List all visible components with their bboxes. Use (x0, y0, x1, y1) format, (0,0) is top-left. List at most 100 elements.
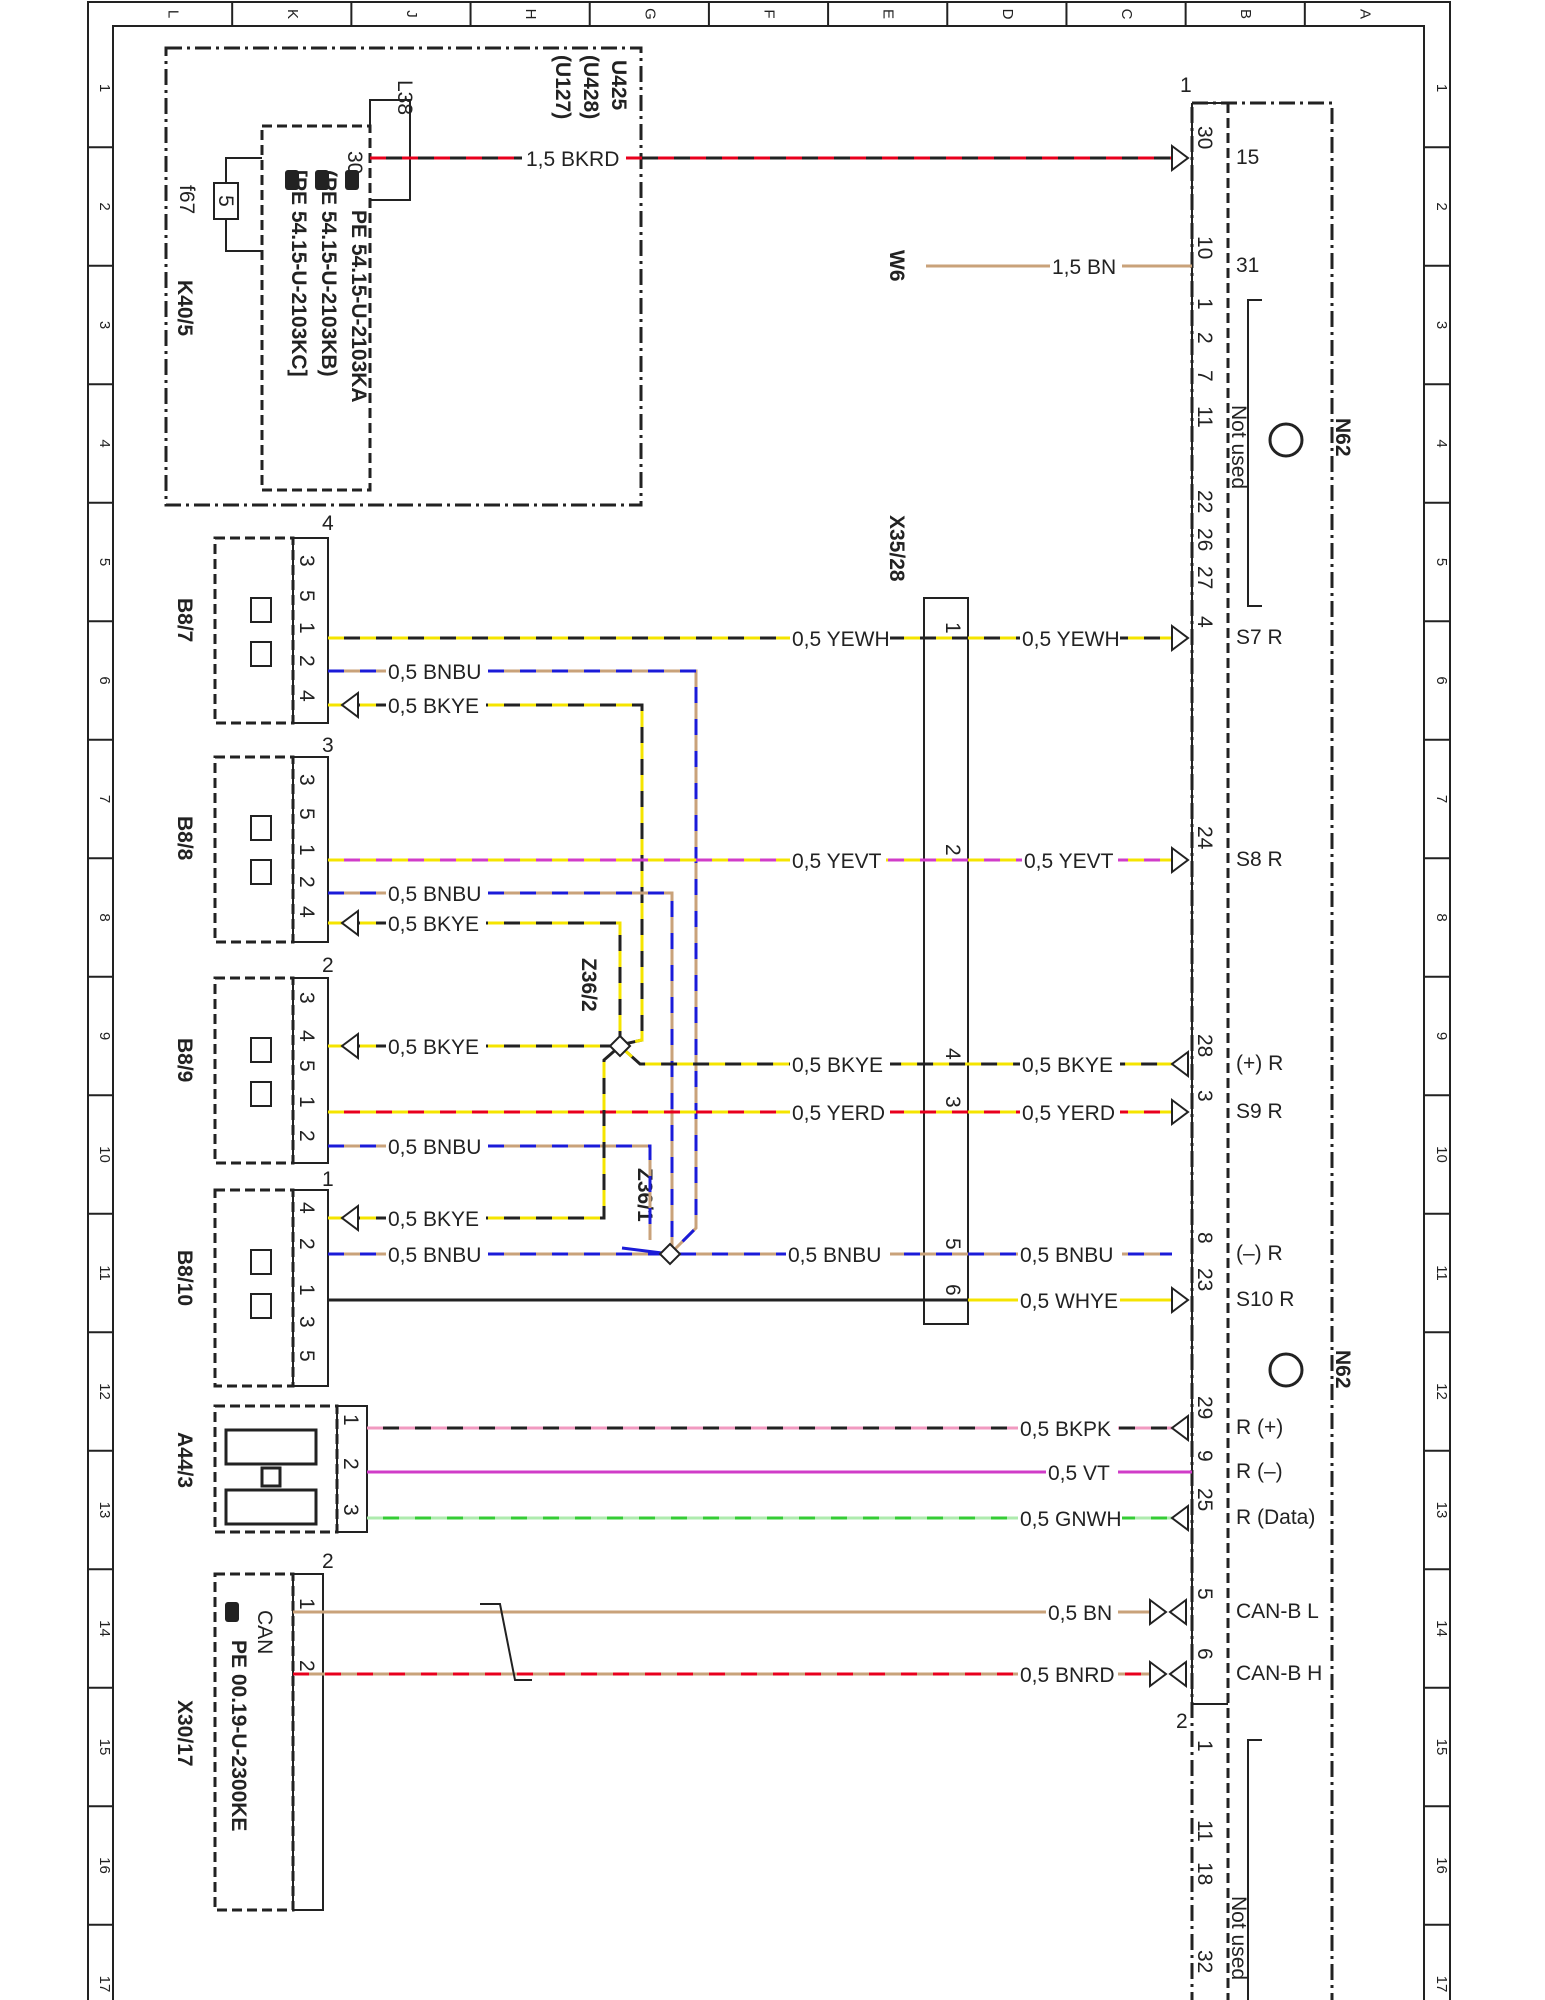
wire-label-bnbu: 0,5 BNBU (388, 1244, 481, 1267)
n62-pin-plus-r: (+) R (1236, 1052, 1283, 1075)
row-label: 15 (1433, 1739, 1450, 1756)
pin-num: 1 (1193, 1740, 1216, 1752)
pin-num: 3 (322, 734, 334, 757)
wire-label-vt: 0,5 VT (1048, 1462, 1110, 1485)
pin-num: 2 (295, 1660, 318, 1672)
pin-num: 2 (322, 954, 334, 977)
row-label: 5 (96, 558, 113, 566)
n62-pin-minus-r: (–) R (1236, 1242, 1283, 1265)
pin-num: 30 (343, 151, 366, 174)
column-label: B (1237, 9, 1254, 19)
column-label: J (403, 10, 420, 18)
n62-pin-can-b-h: CAN-B H (1236, 1662, 1322, 1685)
wire-label-whye: 0,5 WHYE (1020, 1290, 1118, 1313)
x35-28-label: X35/28 (885, 515, 908, 582)
pin-num: 4 (322, 512, 334, 535)
row-label: 3 (96, 321, 113, 329)
pin-num: 26 (1193, 528, 1216, 551)
b8-8-label: B8/8 (173, 816, 196, 861)
pin-num: 22 (1193, 490, 1216, 513)
pin-num: 1 (1193, 298, 1216, 310)
n62-pin-s7r: S7 R (1236, 626, 1283, 649)
pe-doc-c[interactable]: [PE 54.15-U-2103KC] (287, 170, 310, 377)
pin-num: 2 (295, 1130, 318, 1142)
a44-3-display-icon (224, 1428, 318, 1526)
b8-9-label: B8/9 (173, 1038, 196, 1082)
u425-module (164, 46, 643, 507)
pin-num: 2 (295, 876, 318, 888)
wire-label-bkye-right: 0,5 BKYE (1022, 1054, 1113, 1077)
pin-num: 5 (1193, 1588, 1216, 1600)
not-used-label-bottom: Not used (1227, 1896, 1250, 1980)
wire-label-bkye: 0,5 BKYE (388, 695, 479, 718)
pin-num: 1 (295, 1096, 318, 1108)
sensor-pin-numbers: 3 5 1 2 4 3 5 1 2 4 3 4 5 1 2 4 2 1 3 5 … (295, 555, 362, 1672)
pin-num: 30 (1193, 126, 1216, 149)
column-label: L (165, 10, 182, 18)
n62-pin-s9r: S9 R (1236, 1100, 1283, 1123)
pin-num: 1 (295, 1598, 318, 1610)
n62-pin-r-plus: R (+) (1236, 1416, 1283, 1439)
column-label: E (880, 9, 897, 19)
row-label: 4 (1433, 439, 1450, 447)
z36-1-label: Z36/1 (633, 1168, 656, 1222)
row-label: 17 (96, 1976, 113, 1993)
fuse-value: 5 (214, 195, 237, 207)
wire-labels: 1,5 BKRD 1,5 BN 0,5 YEWH 0,5 YEWH 0,5 BN… (386, 144, 1122, 1687)
row-label: 11 (1433, 1265, 1450, 1281)
wire-label-bkye-left: 0,5 BKYE (792, 1054, 883, 1077)
n62-label-mid: N62 (1331, 1350, 1354, 1389)
wire-label-bnbu: 0,5 BNBU (388, 661, 481, 684)
x35-28-pin-numbers: 1 2 4 3 5 6 (941, 622, 964, 1296)
pin-num: 1 (322, 1168, 334, 1191)
column-label: F (761, 9, 778, 18)
wire-label-bn31: 1,5 BN (1052, 256, 1116, 279)
n62-pin-15: 15 (1236, 146, 1259, 169)
wire-label-can-bn: 0,5 BN (1048, 1602, 1112, 1625)
row-label: 12 (96, 1383, 113, 1400)
n62-pin-s10r: S10 R (1236, 1288, 1294, 1311)
pin-num: 28 (1193, 1034, 1216, 1057)
ground-symbol-icon (1268, 422, 1304, 1388)
u428-label: (U428) (579, 55, 602, 119)
row-label: 2 (96, 202, 113, 210)
pin-num: 2 (339, 1458, 362, 1470)
row-label: 7 (1433, 795, 1450, 803)
n62-module (1190, 101, 1334, 2000)
l38-label: L38 (393, 80, 416, 115)
column-label: K (284, 9, 301, 19)
wire-label-yevt-right: 0,5 YEVT (1024, 850, 1114, 873)
pin-num: 3 (295, 992, 318, 1004)
pin-num: 3 (295, 774, 318, 786)
x35-28-connector (923, 597, 969, 1325)
pin-num: 5 (295, 1060, 318, 1072)
pe-doc-a[interactable]: PE 54.15-U-2103KA (347, 210, 370, 403)
row-label: 9 (96, 1032, 113, 1040)
pe-doc-can[interactable]: PE 00.19-U-2300KE (227, 1640, 250, 1831)
pin-num: 1 (295, 622, 318, 634)
n62-pin-s8r: S8 R (1236, 848, 1283, 871)
pin-num: 8 (1193, 1232, 1216, 1244)
wire-label-yerd-left: 0,5 YERD (792, 1102, 885, 1125)
pin-num: 1 (295, 1284, 318, 1296)
row-label: 10 (1433, 1146, 1450, 1163)
pin-num: 32 (1193, 1950, 1216, 1973)
row-label: 8 (96, 913, 113, 921)
row-label: 8 (1433, 913, 1450, 921)
row-label: 1 (96, 84, 113, 92)
column-label: D (999, 9, 1016, 20)
pin-num: 4 (295, 906, 318, 918)
wire-label-bnbu: 0,5 BNBU (388, 883, 481, 906)
pin-num: 1 (1180, 74, 1192, 97)
fuse-f67 (213, 99, 411, 252)
connector-arrow-icons (340, 144, 1190, 1688)
row-label: 1 (1433, 84, 1450, 92)
w6-label: W6 (885, 250, 908, 282)
row-label: 3 (1433, 321, 1450, 329)
pe-doc-b[interactable]: (PE 54.15-U-2103KB) (317, 170, 340, 377)
pin-num: 3 (1193, 1090, 1216, 1102)
can-label: CAN (253, 1610, 276, 1654)
row-label: 13 (96, 1502, 113, 1519)
pin-num: 18 (1193, 1862, 1216, 1885)
